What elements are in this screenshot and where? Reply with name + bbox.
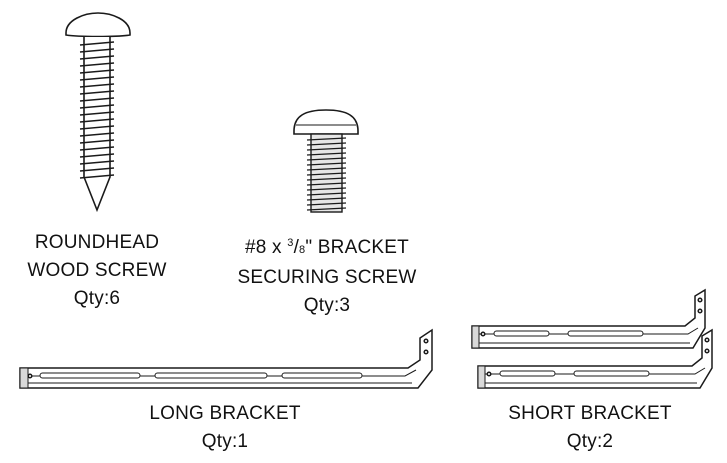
- bracket-screw-name-suffix: " BRACKET: [305, 237, 409, 258]
- bracket-securing-screw-icon: [293, 109, 359, 213]
- screw-thread-line: [306, 147, 347, 151]
- screw-thread-line: [306, 137, 347, 141]
- screw-thread-line: [79, 76, 115, 81]
- screw-thread-line: [79, 174, 115, 179]
- screw-thread-line: [79, 104, 115, 109]
- screw-thread-line: [79, 167, 115, 172]
- screw-thread-line: [306, 182, 347, 186]
- fraction-denominator: 8: [299, 244, 306, 256]
- screw-thread-line: [79, 160, 115, 165]
- screw-thread-line: [79, 90, 115, 95]
- short-bracket-icon: [471, 288, 706, 349]
- screw-thread-line: [79, 62, 115, 67]
- short-bracket-name: SHORT BRACKET: [508, 403, 672, 424]
- screw-thread-line: [79, 139, 115, 144]
- screw-thread-line: [306, 177, 347, 181]
- screw-thread-line: [306, 192, 347, 196]
- wood-screw-name-line2: WOOD SCREW: [27, 260, 167, 281]
- long-bracket-name: LONG BRACKET: [149, 403, 301, 424]
- short-bracket-icon: [477, 328, 713, 389]
- long-bracket-qty: Qty:1: [201, 431, 249, 452]
- screw-thread-line: [306, 142, 347, 146]
- screw-thread-line: [79, 97, 115, 102]
- screw-thread-line: [79, 153, 115, 158]
- bracket-screw-name-line2: SECURING SCREW: [237, 267, 417, 288]
- screw-thread-line: [79, 146, 115, 151]
- screw-thread-line: [306, 167, 347, 171]
- screw-thread-line: [306, 172, 347, 176]
- screw-thread-line: [79, 118, 115, 123]
- wood-screw-label: ROUNDHEAD WOOD SCREW Qty:6: [20, 229, 174, 313]
- long-bracket-icon: [19, 328, 433, 389]
- screw-thread-line: [79, 48, 115, 53]
- screw-thread-line: [79, 41, 115, 46]
- wood-screw-name-line1: ROUNDHEAD: [34, 232, 160, 253]
- screw-thread-line: [306, 202, 347, 206]
- fraction-slash: /: [293, 237, 300, 258]
- short-bracket-label: SHORT BRACKET Qty:2: [470, 400, 710, 456]
- screw-thread-line: [79, 125, 115, 130]
- screw-thread-line: [306, 187, 347, 191]
- screw-thread-line: [79, 132, 115, 137]
- short-bracket-qty: Qty:2: [566, 431, 614, 452]
- screw-thread-line: [306, 157, 347, 161]
- bracket-screw-qty: Qty:3: [303, 295, 351, 316]
- roundhead-wood-screw-icon: [65, 12, 131, 213]
- screw-thread-line: [79, 111, 115, 116]
- bracket-screw-name-line1: #8 x 3/8" BRACKET: [222, 229, 432, 264]
- bracket-screw-size-prefix: #8 x: [245, 237, 288, 258]
- screw-thread-line: [306, 197, 347, 201]
- screw-thread-line: [306, 152, 347, 156]
- fraction-numerator: 3: [287, 237, 294, 249]
- screw-thread-line: [306, 207, 347, 211]
- bracket-screw-label: #8 x 3/8" BRACKET SECURING SCREW Qty:3: [222, 229, 432, 320]
- screw-thread-line: [79, 69, 115, 74]
- screw-thread-line: [79, 83, 115, 88]
- screw-thread-line: [306, 162, 347, 166]
- screw-thread-line: [79, 55, 115, 60]
- wood-screw-qty: Qty:6: [73, 288, 121, 309]
- long-bracket-label: LONG BRACKET Qty:1: [100, 400, 350, 456]
